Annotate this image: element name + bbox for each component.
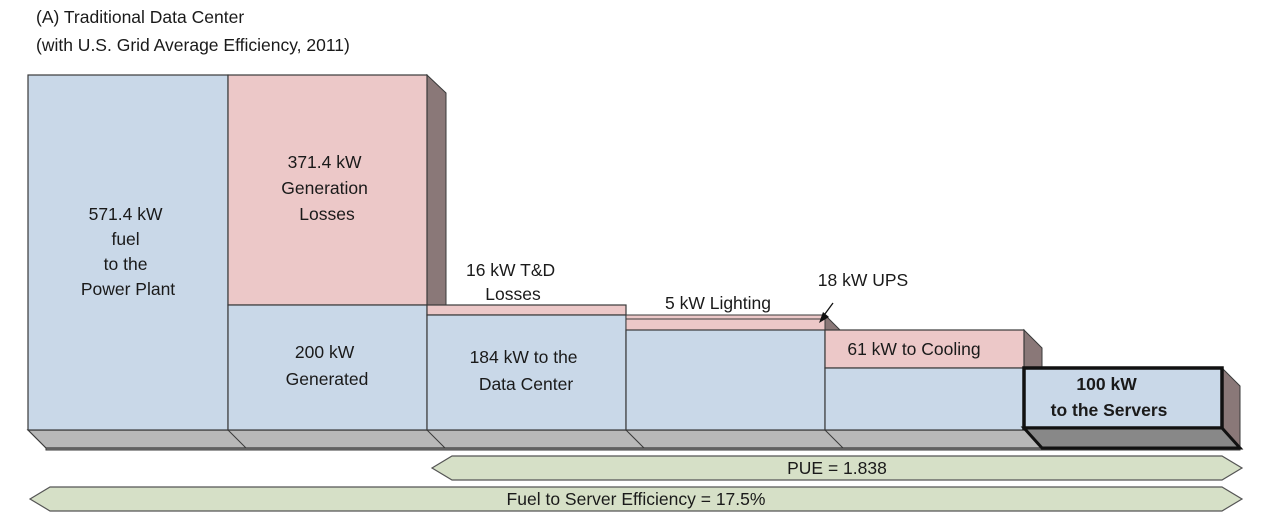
data-center-label: 184 kW to the Data Center	[470, 347, 583, 394]
generated-label: 200 kW Generated	[286, 342, 369, 389]
column-servers: 100 kW to the Servers	[1020, 366, 1244, 450]
cooling-block	[824, 329, 1025, 369]
diagram-subtitle: (with U.S. Grid Average Efficiency, 2011…	[36, 35, 350, 55]
column-cooling: 61 kW to Cooling	[824, 329, 1025, 431]
lighting-block	[625, 314, 826, 320]
cooling-label: 61 kW to Cooling	[847, 339, 980, 359]
ups-label: 18 kW UPS	[818, 270, 908, 290]
servers-label: 100 kW to the Servers	[1051, 374, 1168, 420]
side-shading	[426, 73, 1241, 450]
floor-divider	[227, 429, 247, 449]
floor-divider	[426, 429, 446, 449]
efficiency-label: Fuel to Server Efficiency = 17.5%	[507, 489, 766, 509]
lighting-base-block	[625, 329, 826, 431]
generation-side	[426, 73, 447, 306]
cooling-side	[1023, 328, 1043, 369]
fuel-block	[27, 74, 229, 431]
servers-floor-edge	[1020, 426, 1244, 450]
column-td: 16 kW T&D Losses 184 kW to the Data Cent…	[426, 260, 627, 431]
column-fuel: 571.4 kW fuel to the Power Plant	[27, 74, 229, 431]
column-lighting-ups: 5 kW Lighting 18 kW UPS	[625, 270, 908, 431]
pue-label: PUE = 1.838	[787, 458, 887, 478]
pue-arrow-shape	[430, 455, 1244, 481]
efficiency-arrow-shape	[28, 486, 1244, 512]
servers-block	[1022, 366, 1224, 430]
cooling-base-block	[824, 367, 1025, 431]
generated-block	[227, 304, 428, 431]
ups-pointer-arrowhead	[819, 312, 829, 323]
td-losses-block	[426, 304, 627, 316]
fuel-label: 571.4 kW fuel to the Power Plant	[81, 204, 175, 299]
ups-block	[625, 318, 826, 331]
pue-arrow: PUE = 1.838	[430, 455, 1244, 481]
column-generation: 371.4 kW Generation Losses 200 kW Genera…	[227, 74, 428, 431]
floor-divider	[824, 429, 844, 449]
td-losses-label: 16 kW T&D Losses	[466, 260, 560, 304]
generation-losses-block	[227, 74, 428, 306]
lighting-label: 5 kW Lighting	[665, 293, 771, 313]
floor-front	[45, 447, 1241, 451]
generation-losses-label: 371.4 kW Generation Losses	[281, 152, 372, 224]
data-center-block	[426, 314, 627, 431]
diagram-title: (A) Traditional Data Center	[36, 7, 245, 27]
efficiency-arrow: Fuel to Server Efficiency = 17.5%	[28, 486, 1244, 512]
floor-divider	[625, 429, 645, 449]
